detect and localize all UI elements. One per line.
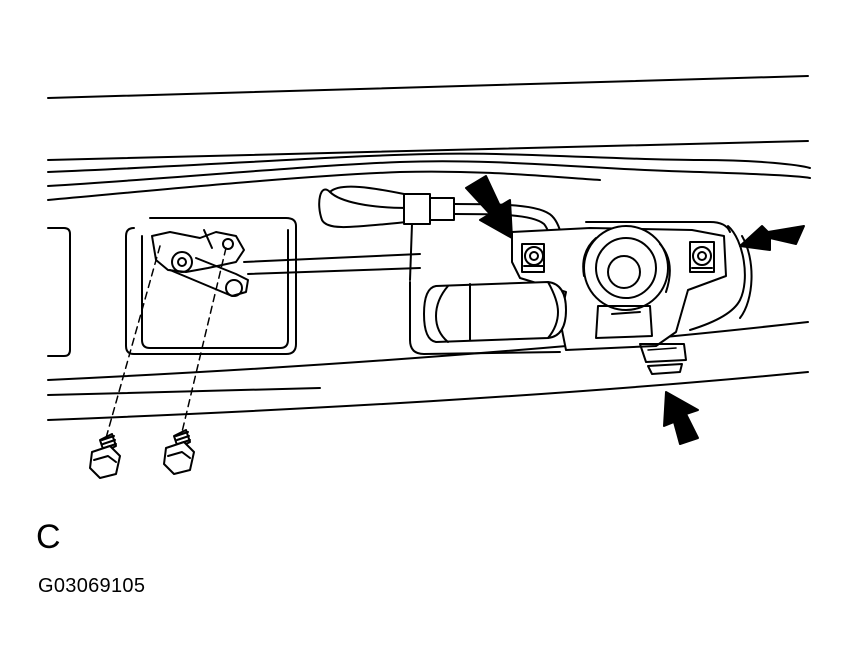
wiper-motor <box>424 226 726 374</box>
callout-arrow-bottom <box>664 392 698 444</box>
removed-bolt-1 <box>90 434 120 478</box>
callout-arrow-left <box>466 176 512 238</box>
figure-code: G03069105 <box>38 575 146 597</box>
liftgate-panel <box>48 76 810 420</box>
wiper-link <box>152 230 420 296</box>
view-letter: C <box>36 518 61 556</box>
linkage-access-opening <box>126 218 296 354</box>
motor-bolt-left <box>522 244 544 272</box>
bolt-leader-lines <box>106 246 226 438</box>
motor-bolt-right <box>690 242 714 272</box>
callout-arrow-right <box>740 226 804 250</box>
removed-bolt-2 <box>164 430 194 474</box>
